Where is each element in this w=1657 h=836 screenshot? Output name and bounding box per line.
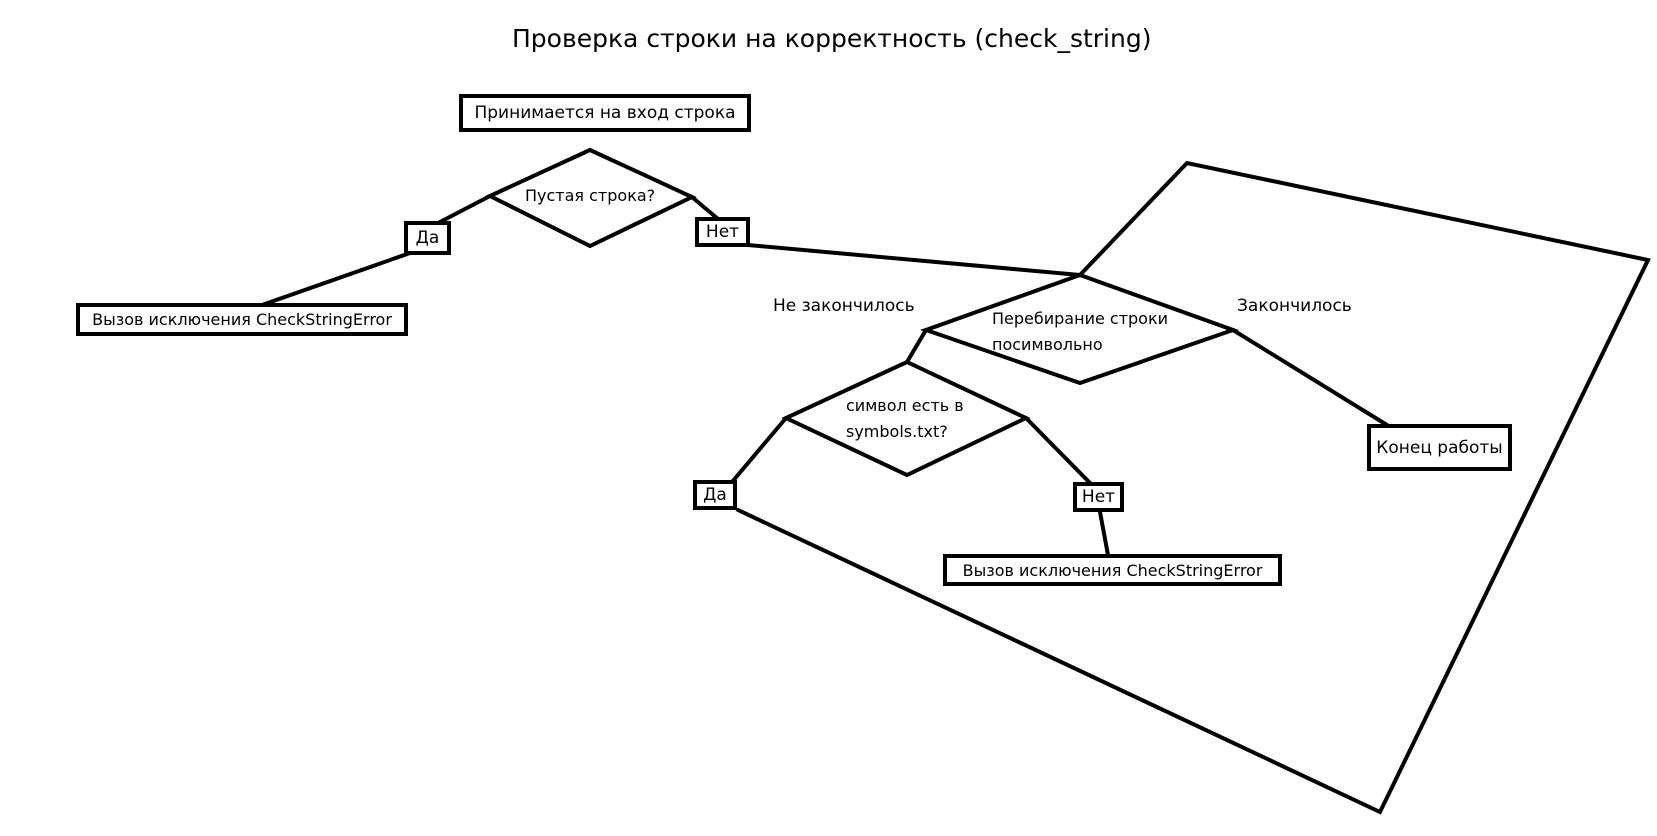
end-box: Конец работы xyxy=(1367,424,1512,471)
no-label-1: Нет xyxy=(705,222,740,242)
input-label: Принимается на вход строка xyxy=(474,103,736,123)
iterate-label-line2: посимвольно xyxy=(992,335,1103,354)
end-label: Конец работы xyxy=(1376,437,1503,458)
finished-label: Закончилось xyxy=(1237,296,1352,316)
empty-check-label: Пустая строка? xyxy=(525,186,656,205)
connector-no-to-iterate xyxy=(746,243,1082,277)
not-finished-label: Не закончилось xyxy=(773,296,915,316)
symbol-check-diamond xyxy=(781,359,1031,478)
symbol-check-label-line2: symbols.txt? xyxy=(846,422,948,441)
error-box-1: Вызов исключения CheckStringError xyxy=(76,303,408,336)
iterate-diamond xyxy=(919,272,1240,386)
yes-label-2: Да xyxy=(703,485,727,505)
error-label-1: Вызов исключения CheckStringError xyxy=(92,310,392,329)
no-box-2: Нет xyxy=(1073,482,1124,512)
connector-yes-loop-back xyxy=(736,160,1651,815)
connector-symbol-to-yes xyxy=(730,416,788,484)
empty-check-diamond xyxy=(485,147,697,249)
error-box-2: Вызов исключения CheckStringError xyxy=(943,554,1282,586)
yes-box-2: Да xyxy=(693,480,737,510)
yes-box-1: Да xyxy=(404,221,451,255)
no-box-1: Нет xyxy=(695,217,750,247)
connector-empty-to-yes xyxy=(438,194,492,224)
connector-symbol-to-no xyxy=(1024,416,1093,486)
error-label-2: Вызов исключения CheckStringError xyxy=(962,560,1263,580)
connector-no-to-error2 xyxy=(1098,510,1110,557)
symbol-check-label-line1: символ есть в xyxy=(846,396,964,415)
iterate-label-line1: Перебирание строки xyxy=(992,309,1169,328)
connector-yes-to-error1 xyxy=(260,251,412,307)
no-label-2: Нет xyxy=(1081,487,1116,507)
diagram-title: Проверка строки на корректность (check_s… xyxy=(512,24,1152,53)
connector-iterate-to-end xyxy=(1231,328,1389,427)
connector-empty-to-no xyxy=(690,195,720,221)
connector-iterate-to-symbol xyxy=(905,328,928,364)
input-box: Принимается на вход строка xyxy=(459,94,751,132)
yes-label-1: Да xyxy=(415,228,440,248)
